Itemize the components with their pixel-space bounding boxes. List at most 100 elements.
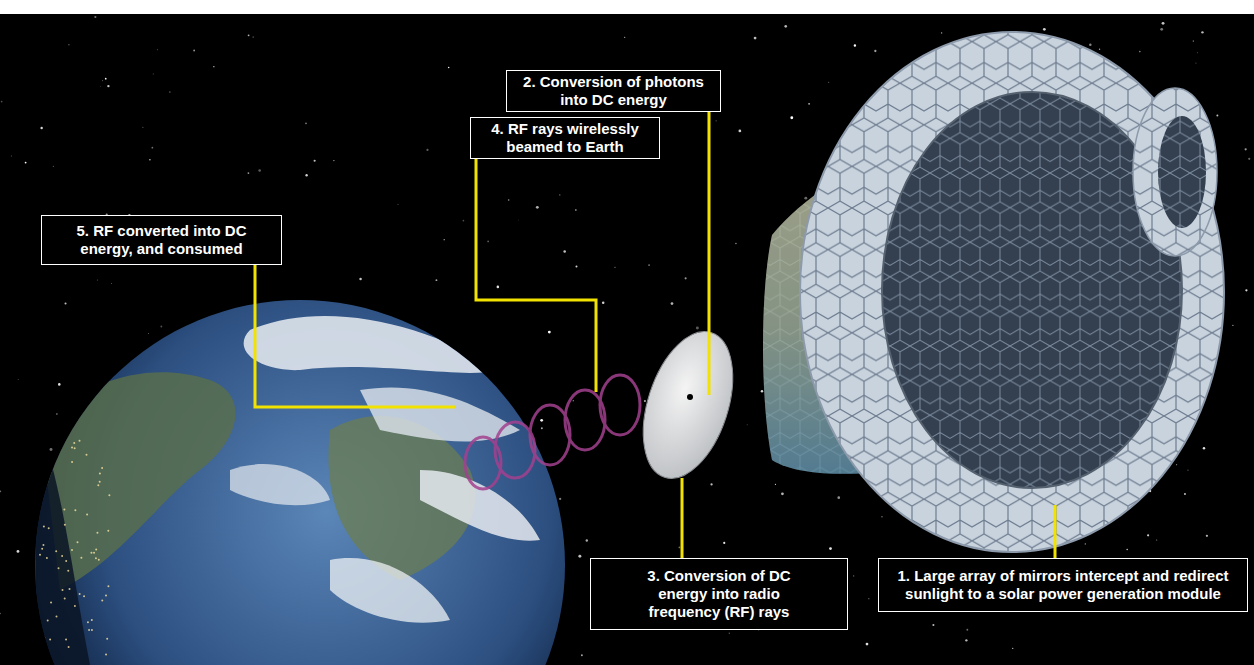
star (107, 85, 109, 87)
city-light (80, 557, 82, 559)
star (754, 37, 757, 40)
city-light (43, 525, 45, 527)
star (50, 448, 53, 451)
star (193, 50, 195, 52)
star (105, 78, 107, 80)
earth-globe (35, 300, 565, 665)
star (874, 50, 876, 52)
city-light (58, 448, 60, 450)
star (1043, 28, 1046, 31)
city-light (61, 555, 63, 557)
star (1156, 539, 1157, 540)
star (94, 16, 96, 18)
star (1248, 158, 1250, 160)
star (156, 49, 158, 51)
star (784, 25, 787, 28)
star (868, 598, 869, 599)
star (685, 277, 687, 279)
star (444, 239, 445, 240)
top-band (0, 0, 1254, 14)
star (602, 301, 604, 303)
star (540, 419, 543, 422)
callout-text: 3. Conversion of DC energy into radio fr… (625, 567, 813, 621)
dish-feed (687, 394, 693, 400)
star (1139, 51, 1141, 53)
star (586, 539, 588, 541)
second-mirror-bowl (1158, 116, 1206, 228)
star (671, 302, 674, 305)
star (575, 209, 576, 210)
star (1089, 44, 1091, 46)
star (152, 73, 154, 75)
cloud (244, 316, 500, 373)
star (1196, 52, 1198, 54)
star (0, 491, 1, 493)
star (68, 44, 69, 45)
city-light (105, 595, 107, 597)
star (696, 326, 699, 329)
city-light (55, 550, 57, 552)
star (1160, 28, 1163, 31)
star (17, 550, 20, 553)
star (624, 37, 625, 38)
earth (35, 300, 565, 665)
star (426, 149, 428, 151)
star (644, 400, 646, 402)
star (10, 155, 12, 157)
city-light (106, 638, 108, 640)
city-light (105, 654, 107, 656)
city-light (42, 544, 44, 546)
star (729, 632, 730, 633)
city-light (64, 597, 66, 599)
city-light (71, 549, 73, 551)
star (837, 496, 840, 499)
leader-line (476, 159, 596, 392)
star (881, 516, 882, 517)
star (1203, 447, 1205, 449)
earth-surface (36, 316, 540, 665)
city-light (73, 442, 75, 444)
callout-box: 5. RF converted into DC energy, and cons… (41, 215, 282, 265)
star (169, 91, 171, 93)
city-light (74, 509, 76, 511)
cloud (360, 387, 520, 441)
city-light (107, 585, 109, 587)
star (559, 498, 561, 500)
star (17, 379, 19, 381)
star (548, 331, 551, 334)
star (497, 286, 500, 289)
city-light (50, 602, 52, 604)
star (508, 199, 510, 201)
city-light (39, 554, 41, 556)
star (790, 116, 793, 119)
star (738, 130, 741, 133)
city-light (98, 559, 100, 561)
leader-line (708, 112, 711, 395)
star (102, 80, 104, 82)
city-light (68, 588, 70, 590)
city-light (97, 484, 99, 486)
star (941, 32, 942, 33)
star (359, 278, 361, 280)
star (1, 101, 3, 103)
cloud (420, 470, 540, 541)
mirror-rim (800, 32, 1224, 552)
star (679, 547, 681, 549)
city-light (91, 629, 93, 631)
star (1184, 493, 1186, 495)
callout-text: 5. RF converted into DC energy, and cons… (72, 222, 251, 258)
callout-box: 1. Large array of mirrors intercept and … (878, 558, 1248, 612)
city-light (83, 595, 85, 597)
star (0, 613, 1, 614)
star (333, 160, 334, 161)
star (1012, 648, 1013, 649)
city-light (93, 552, 95, 554)
star (735, 243, 737, 245)
city-light (95, 557, 97, 559)
star (100, 85, 102, 87)
star (1099, 49, 1100, 50)
city-light (95, 548, 97, 550)
star (151, 147, 153, 149)
star (213, 66, 214, 67)
